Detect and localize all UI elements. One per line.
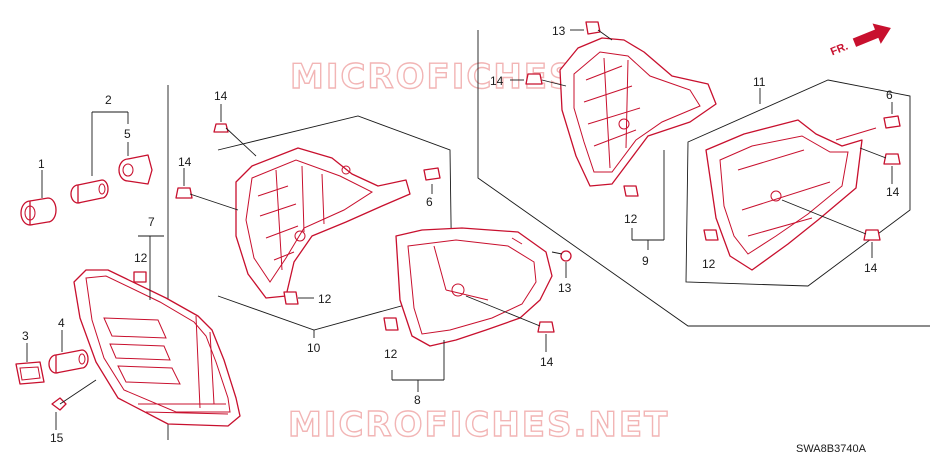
frame-10: [217, 115, 453, 331]
screw-14-e: [859, 147, 901, 165]
clip-12-d: [623, 185, 639, 197]
part-1-socket-cap: [20, 197, 57, 226]
screw-14-f: [781, 199, 881, 241]
part-4-power-socket: [48, 349, 89, 374]
clip-12-e: [703, 229, 719, 241]
callout-6-b: 6: [886, 88, 893, 102]
callout-6-a: 6: [426, 195, 433, 209]
callout-14-e: 14: [886, 185, 900, 199]
pin-6-a: [423, 167, 441, 181]
part-9-bracket: [559, 37, 717, 187]
part-7-center-panel: [73, 269, 241, 427]
callout-12-e: 12: [702, 257, 716, 271]
callout-14-f: 14: [864, 261, 878, 275]
callout-7: 7: [148, 215, 155, 229]
callout-13-b: 13: [552, 24, 566, 38]
pin-6-b: [883, 115, 901, 129]
callout-15: 15: [50, 431, 64, 445]
clip-12-b: [283, 291, 314, 305]
frame-11: [685, 79, 911, 287]
callout-12-c: 12: [384, 347, 398, 361]
callout-3: 3: [22, 329, 29, 343]
part-5-socket-ring: [118, 154, 153, 185]
callout-12-b: 12: [318, 292, 332, 306]
screw-14-b: [175, 187, 239, 211]
diagram-code: SWA8B3740A: [796, 443, 867, 455]
watermark-bottom: MICROFICHES.NET: [288, 405, 669, 445]
part-3-switch: [15, 361, 45, 385]
screw-14-a: [213, 123, 257, 157]
callout-12-d: 12: [624, 212, 638, 226]
screw-14-c: [465, 295, 555, 333]
screw-15: [51, 379, 97, 411]
callout-11: 11: [753, 75, 766, 89]
callout-9: 9: [642, 254, 649, 268]
callout-13-a: 13: [558, 281, 572, 295]
callout-5: 5: [124, 127, 131, 141]
pin-13-b: [585, 21, 613, 41]
clip-12-a: [133, 271, 147, 283]
screw-14-d: [525, 73, 567, 87]
part-2-accessory-socket: [70, 179, 109, 204]
part-8-side-cover: [395, 227, 553, 347]
clip-12-c: [383, 317, 399, 331]
callout-8: 8: [414, 393, 421, 407]
callout-14-a: 14: [214, 89, 228, 103]
callout-2: 2: [105, 93, 112, 107]
pin-13-a: [551, 250, 572, 262]
callout-10: 10: [307, 341, 321, 355]
divider-right: [477, 30, 930, 327]
part-11-side-cover: [705, 119, 877, 271]
callout-4: 4: [58, 316, 65, 330]
part-10-bracket: [235, 147, 411, 299]
callout-14-d: 14: [490, 74, 504, 88]
callout-1: 1: [38, 157, 45, 171]
callout-12-a: 12: [134, 251, 148, 265]
callout-14-b: 14: [178, 155, 192, 169]
forward-arrow-icon: [852, 23, 891, 47]
callout-14-c: 14: [540, 355, 554, 369]
direction-label: FR.: [829, 40, 850, 58]
